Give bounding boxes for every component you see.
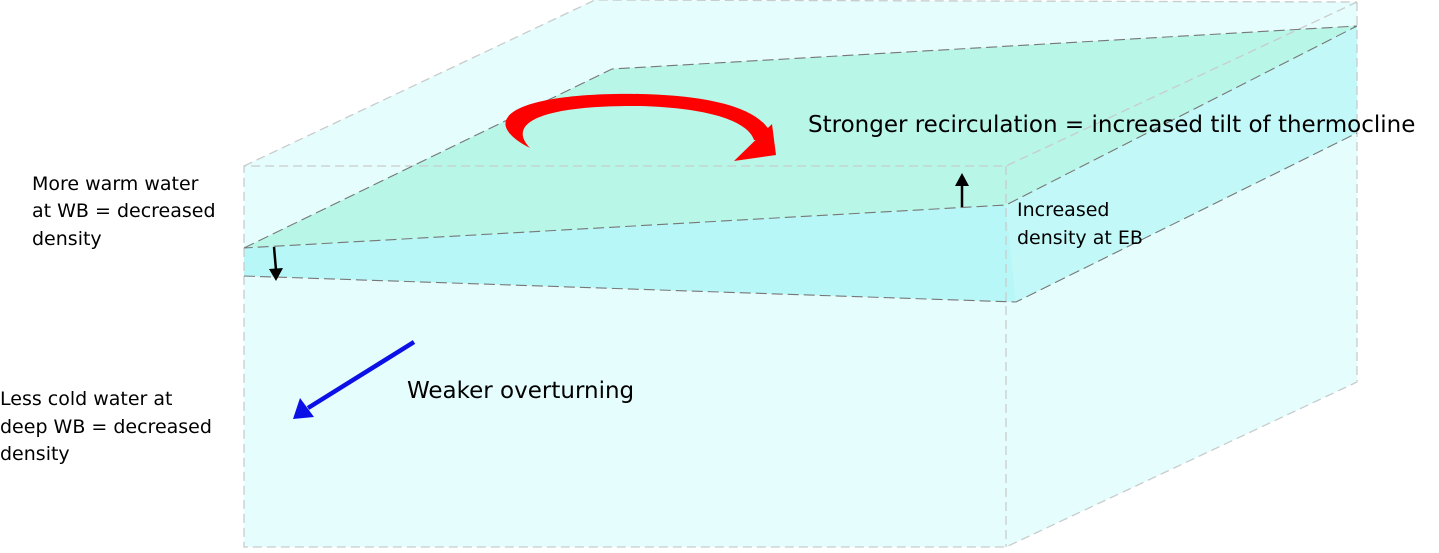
upper-thermocline-plane: [244, 26, 1357, 248]
wb-down-arrow-icon: [269, 246, 283, 281]
overturning-label: Weaker overturning: [407, 378, 634, 404]
wb-warm-line-1: More warm water: [32, 173, 199, 195]
wb-warm-line-3: density: [32, 228, 102, 250]
thermocline-band-front: [244, 205, 1016, 302]
eb-density-label: Increased density at EB: [1017, 199, 1143, 249]
thermocline-band-side: [1006, 26, 1357, 302]
eb-density-line-2: density at EB: [1017, 227, 1143, 249]
thermocline-edges: [243, 25, 1358, 303]
wb-deep-line-1: Less cold water at: [0, 388, 173, 410]
wb-deep-line-2: deep WB = decreased: [0, 416, 212, 438]
eb-density-line-1: Increased: [1017, 199, 1109, 221]
wb-deep-label: Less cold water at deep WB = decreased d…: [0, 388, 218, 465]
box-edges: [243, 0, 1358, 548]
wb-warm-label: More warm water at WB = decreased densit…: [32, 173, 222, 250]
recirculation-arrow-icon: [505, 93, 776, 161]
eb-up-arrow-icon: [955, 173, 969, 207]
overturning-arrow-icon: [293, 340, 416, 419]
wb-warm-line-2: at WB = decreased: [32, 200, 216, 222]
recirculation-label: Stronger recirculation = increased tilt …: [808, 112, 1415, 138]
wb-deep-line-3: density: [0, 443, 70, 465]
